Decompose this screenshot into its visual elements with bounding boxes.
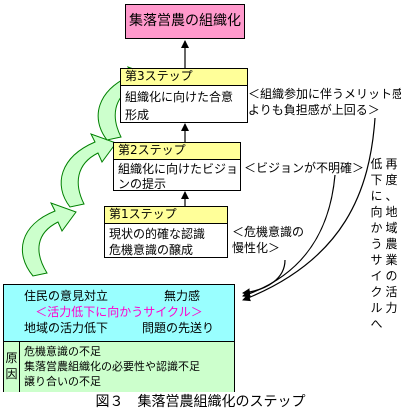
step3-comment-line-1: ＜組織参加に伴うメリット感 — [248, 87, 401, 101]
vertical-text-col-2: 低 下 に 向 か う サ イ ク ル へ — [369, 156, 384, 332]
cycle-label: ＜活力低下に向かうサイクル＞ — [35, 305, 203, 319]
curve-from-step3-comment — [242, 117, 376, 302]
cause-label: 原 因 — [4, 342, 20, 392]
step3-line-2: 形成 — [125, 108, 150, 122]
vchar: サ — [370, 253, 383, 267]
step1-line-1: 現状の的確な認識 — [109, 227, 206, 241]
cause-label-char-2: 因 — [5, 367, 18, 381]
vchar: 向 — [370, 205, 383, 219]
curved-up-arrow-1 — [21, 202, 77, 277]
step3-box: 第3ステップ 組織化に向けた合意 形成 — [120, 68, 248, 123]
step3-heading: 第3ステップ — [121, 69, 247, 86]
step2-line-2: ンの提示 — [118, 177, 167, 191]
vchar: 業 — [385, 253, 398, 267]
cycle-bottom-right: 問題の先送り — [142, 321, 215, 335]
step2-line-1: 組織化に向けたビジョ — [118, 162, 239, 176]
vchar: 農 — [385, 237, 398, 251]
vchar: ク — [370, 285, 383, 299]
step2-body: 組織化に向けたビジョ ンの提示 — [114, 160, 240, 194]
vchar: 地 — [385, 205, 398, 219]
curve-from-step1-comment — [242, 259, 286, 297]
vchar: 、 — [385, 189, 398, 203]
vchar: に — [370, 189, 383, 203]
step3-line-1: 組織化に向けた合意 — [125, 90, 234, 104]
step1-box: 第1ステップ 現状の的確な認識 危機意識の醸成 — [104, 206, 228, 258]
step2-heading: 第2ステップ — [114, 143, 240, 160]
step1-heading: 第1ステップ — [105, 207, 227, 224]
step2-comment: ＜ビジョンが不明確＞ — [244, 160, 364, 176]
vertical-text-col-1: 再 度 、 地 域 農 業 の 活 力 — [384, 156, 399, 316]
vicious-cycle-box: 住民の意見対立 無力感 ＜活力低下に向かうサイクル＞ 地域の活力低下 問題の先送… — [3, 284, 235, 392]
vchar: ル — [370, 301, 383, 315]
step1-body: 現状の的確な認識 危機意識の醸成 — [105, 224, 227, 260]
step1-comment-line-2: 慢性化＞ — [232, 241, 281, 255]
step1-comment: ＜危機意識の 慢性化＞ — [232, 224, 304, 256]
figure-caption: 図３ 集落営農組織化のステップ — [95, 394, 306, 410]
step1-line-2: 危機意識の醸成 — [109, 243, 194, 257]
cause-item-1: 危機意識の不足 — [24, 345, 101, 358]
step2-comment-line-1: ＜ビジョンが不明確＞ — [244, 161, 365, 175]
cycle-top-right: 無力感 — [164, 289, 201, 303]
curved-up-arrow-2 — [60, 133, 117, 208]
cycle-bottom-left: 地域の活力低下 — [24, 321, 109, 335]
goal-box: 集落営農の組織化 — [125, 4, 245, 39]
vchar: の — [385, 269, 398, 283]
vchar: 度 — [385, 173, 398, 187]
step3-comment: ＜組織参加に伴うメリット感 よりも負担感が上回る＞ — [248, 86, 401, 118]
step1-comment-line-1: ＜危機意識の — [232, 225, 305, 239]
step3-body: 組織化に向けた合意 形成 — [121, 86, 247, 126]
step3-comment-line-2: よりも負担感が上回る＞ — [248, 103, 380, 117]
vchar: イ — [370, 269, 383, 283]
cycle-top-left: 住民の意見対立 — [24, 289, 109, 303]
vchar: 再 — [385, 157, 398, 171]
step2-box: 第2ステップ 組織化に向けたビジョ ンの提示 — [113, 142, 241, 191]
cause-label-char-1: 原 — [5, 351, 18, 365]
cause-item-2: 集落営農組織化の必要性や認識不足 — [24, 360, 200, 373]
vchar: へ — [370, 317, 383, 331]
vchar: か — [370, 221, 383, 235]
vchar: 活 — [385, 285, 398, 299]
vchar: う — [370, 237, 383, 251]
cycle-panel: 住民の意見対立 無力感 ＜活力低下に向かうサイクル＞ 地域の活力低下 問題の先送… — [4, 285, 234, 341]
vchar: 低 — [370, 157, 383, 171]
vchar: 力 — [385, 301, 398, 315]
vchar: 域 — [385, 221, 398, 235]
vchar: 下 — [370, 173, 383, 187]
causes-panel: 原 因 危機意識の不足 集落営農組織化の必要性や認識不足 譲り合いの不足 — [4, 341, 234, 392]
cause-item-3: 譲り合いの不足 — [24, 375, 101, 388]
